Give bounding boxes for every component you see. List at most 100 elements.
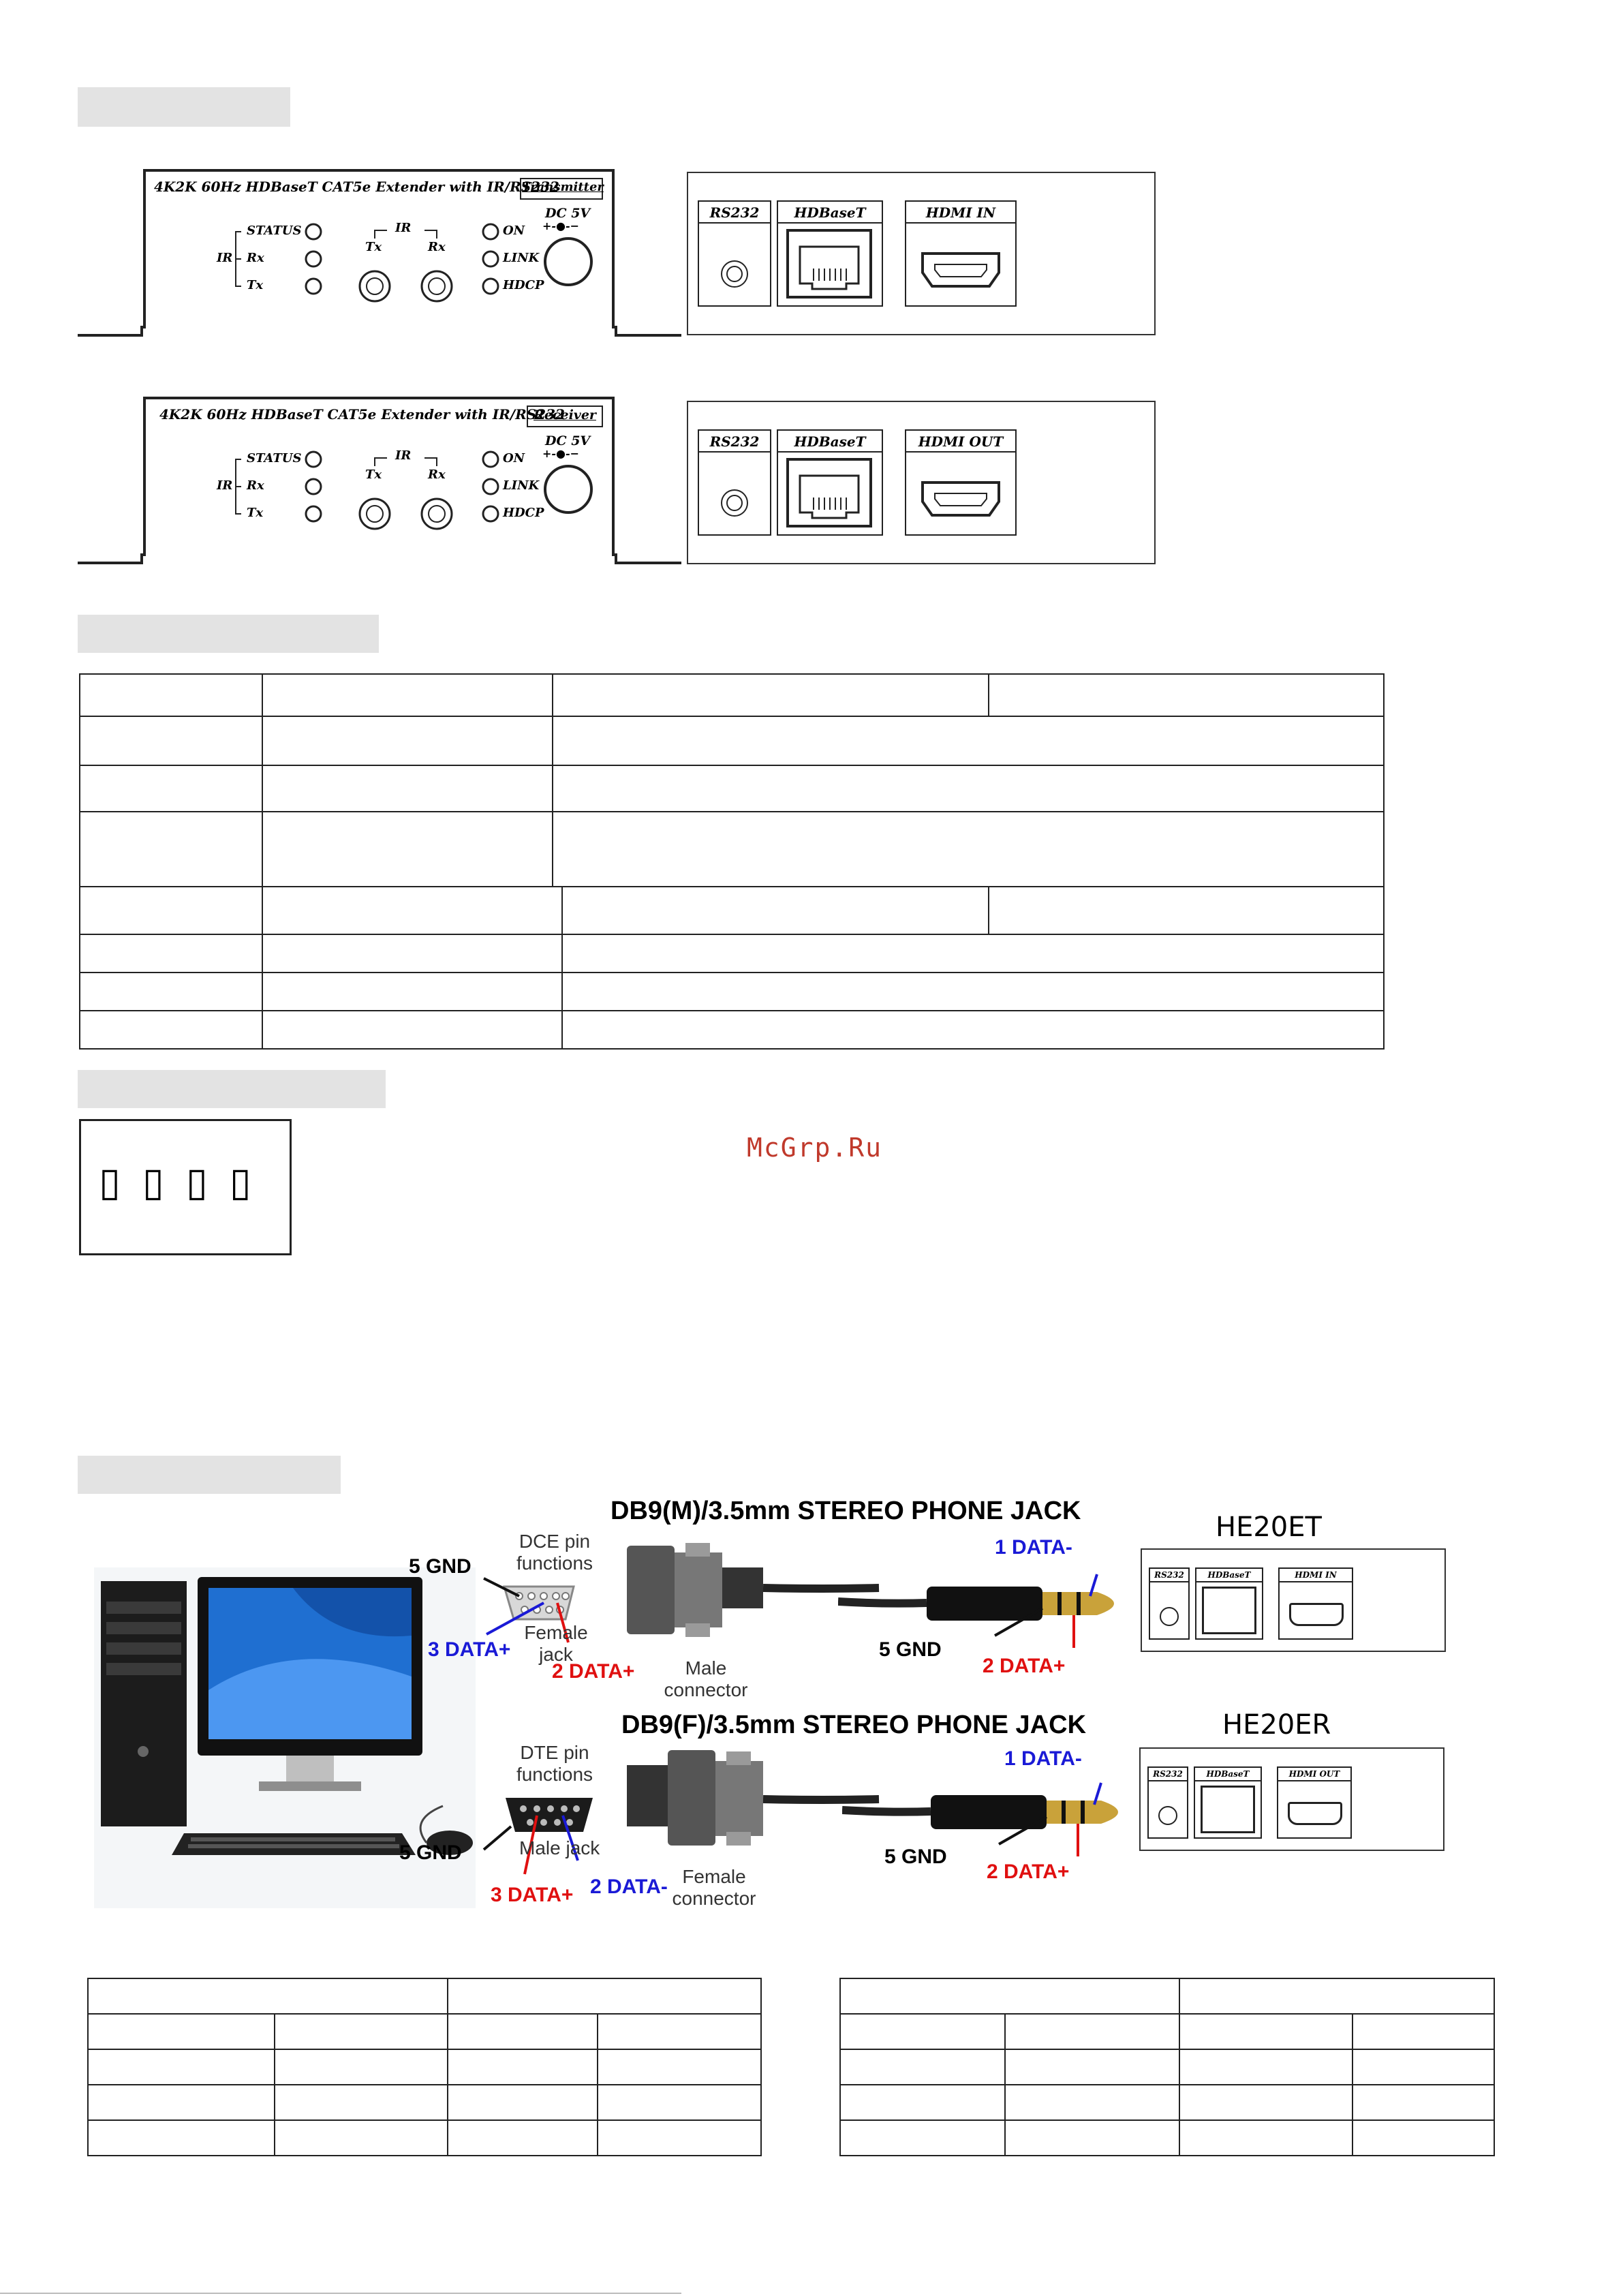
- stereo-plug-icon-2: [842, 1782, 1118, 1856]
- transmitter-ir-group-label: IR: [217, 251, 233, 265]
- receiver-enclosure-outline: [78, 397, 681, 564]
- rear-port-hdbaset: HDBaseT: [777, 429, 883, 536]
- receiver-front-panel: 4K2K 60Hz HDBaseT CAT5e Extender with IR…: [78, 394, 681, 566]
- rear-port-rs232: RS232: [698, 429, 771, 536]
- transmitter-ir-rx-label: Rx: [428, 240, 446, 254]
- receiver-on-label: ON: [503, 451, 525, 465]
- dip-switch-1: ▯: [99, 1159, 121, 1205]
- transmitter-led-rx-label: Rx: [247, 251, 264, 265]
- dce-pin-functions-label: DCE pin functions: [516, 1531, 593, 1574]
- rear-port-hdmi-out: HDMI OUT: [905, 429, 1017, 536]
- transmitter-hdcp-label: HDCP: [503, 278, 544, 292]
- rs232-connection-diagram: DB9(M)/3.5mm STEREO PHONE JACK HE20ET DC…: [89, 1493, 1472, 1922]
- stereo-plug-icon: [838, 1574, 1114, 1648]
- transmitter-dc-label: DC 5V: [545, 206, 591, 221]
- spec-table-top: [79, 673, 1385, 887]
- computer-illustration: [94, 1567, 476, 1908]
- dte-gnd-label: 5 GND: [399, 1841, 462, 1864]
- transmitter-enclosure-outline: [78, 169, 681, 337]
- watermark: McGrp.Ru: [747, 1133, 883, 1163]
- transmitter-ir-tx-label: Tx: [365, 240, 382, 254]
- receiver-ir-tx-label: Tx: [365, 468, 382, 482]
- port-label: HDBaseT: [794, 204, 866, 221]
- transmitter-led-status-label: STATUS: [247, 224, 302, 238]
- hdmi-port-icon: [921, 481, 1000, 517]
- transmitter-link-label: LINK: [503, 251, 540, 265]
- plug-data1-minus-label: 1 DATA-: [995, 1536, 1072, 1559]
- spec-table-bottom: [79, 886, 1385, 1050]
- dce-data3-plus-label: 3 DATA+: [428, 1638, 511, 1661]
- receiver-ir-group-label: IR: [217, 478, 233, 493]
- transmitter-title: 4K2K 60Hz HDBaseT CAT5e Extender with IR…: [154, 179, 559, 195]
- female-connector-label: Female connector: [672, 1866, 756, 1909]
- plug-gnd-label: 5 GND: [879, 1638, 942, 1661]
- mini-port-label: RS232: [1153, 1769, 1183, 1779]
- mini-port-label: HDMI IN: [1295, 1570, 1337, 1580]
- db9-female-jack-icon: [483, 1577, 575, 1643]
- plug2-data2-plus-label: 2 DATA+: [987, 1861, 1070, 1883]
- male-connector-label: Male connector: [664, 1657, 748, 1700]
- section-header-bar-4: [78, 1456, 341, 1494]
- he20et-mini-panel: RS232 HDBaseT HDMI IN: [1141, 1548, 1446, 1652]
- dip-switch-box: ▯ ▯ ▯ ▯: [79, 1119, 292, 1255]
- mini-port-label: RS232: [1154, 1570, 1184, 1580]
- rj45-port-icon: [786, 229, 872, 299]
- rj45-port-icon: [786, 458, 872, 527]
- dte-pin-functions-label: DTE pin functions: [516, 1742, 593, 1785]
- mini-port-hdmi-out: HDMI OUT: [1277, 1766, 1352, 1839]
- rear-port-hdbaset: HDBaseT: [777, 200, 883, 307]
- footer-rule: [0, 2293, 681, 2294]
- section-header-bar-1: [78, 87, 290, 127]
- rear-port-rs232: RS232: [698, 200, 771, 307]
- section-header-bar-2: [78, 615, 379, 653]
- section-header-bar-3: [78, 1070, 386, 1108]
- port-label: RS232: [709, 433, 760, 450]
- transmitter-rear-panel: RS232 HDBaseT HDMI IN: [687, 172, 1156, 335]
- rear-port-hdmi-in: HDMI IN: [905, 200, 1017, 307]
- receiver-badge: Receiver: [534, 408, 596, 423]
- transmitter-ir-top-label: IR: [395, 221, 412, 235]
- title-db9-female: DB9(F)/3.5mm STEREO PHONE JACK: [621, 1711, 1087, 1739]
- receiver-link-label: LINK: [503, 478, 540, 493]
- mini-port-rs232: RS232: [1147, 1766, 1188, 1839]
- mini-port-label: HDBaseT: [1207, 1570, 1251, 1580]
- mini-port-rs232: RS232: [1149, 1567, 1190, 1640]
- port-label: RS232: [709, 204, 760, 221]
- receiver-led-tx-label: Tx: [247, 506, 264, 520]
- mini-port-hdmi-in: HDMI IN: [1278, 1567, 1353, 1640]
- mini-port-label: HDMI OUT: [1288, 1769, 1340, 1779]
- he20et-label: HE20ET: [1216, 1512, 1322, 1543]
- dte-data2-minus-label: 2 DATA-: [590, 1876, 668, 1898]
- port-label: HDMI IN: [925, 204, 996, 221]
- he20er-mini-panel: RS232 HDBaseT HDMI OUT: [1139, 1747, 1444, 1851]
- mini-port-hdbaset: HDBaseT: [1195, 1567, 1263, 1640]
- db9-male-jack-icon: [482, 1798, 593, 1875]
- he20er-label: HE20ER: [1222, 1709, 1331, 1741]
- plug2-gnd-label: 5 GND: [884, 1846, 947, 1868]
- receiver-dc-label: DC 5V: [545, 433, 591, 448]
- dip-switch-4: ▯: [229, 1159, 251, 1205]
- transmitter-on-label: ON: [503, 224, 525, 238]
- female-jack-label: Female jack: [524, 1622, 588, 1665]
- receiver-led-status-label: STATUS: [247, 451, 302, 465]
- dte-data3-plus-label: 3 DATA+: [491, 1884, 574, 1906]
- transmitter-front-panel: 4K2K 60Hz HDBaseT CAT5e Extender with IR…: [78, 166, 681, 338]
- receiver-rear-panel: RS232 HDBaseT HDMI OUT: [687, 401, 1156, 564]
- mini-port-label: HDBaseT: [1206, 1769, 1250, 1779]
- receiver-ir-rx-label: Rx: [428, 468, 446, 482]
- male-jack-label: Male jack: [519, 1837, 600, 1858]
- receiver-led-rx-label: Rx: [247, 478, 264, 493]
- transmitter-led-tx-label: Tx: [247, 278, 264, 292]
- rs232-jack-icon: [721, 489, 748, 517]
- plug2-data1-minus-label: 1 DATA-: [1004, 1747, 1082, 1770]
- dip-switch-2: ▯: [142, 1159, 164, 1205]
- dce-gnd-label: 5 GND: [409, 1555, 472, 1578]
- receiver-polarity-label: +-●-−: [542, 447, 580, 460]
- rs232-jack-icon: [721, 260, 748, 288]
- transmitter-badge: Transmitter: [522, 180, 604, 194]
- pin-table-left: [87, 1978, 762, 2156]
- mini-port-hdbaset: HDBaseT: [1194, 1766, 1262, 1839]
- dce-data2-plus-label: 2 DATA+: [552, 1660, 635, 1683]
- receiver-title: 4K2K 60Hz HDBaseT CAT5e Extender with IR…: [159, 406, 565, 423]
- hdmi-port-icon: [921, 252, 1000, 288]
